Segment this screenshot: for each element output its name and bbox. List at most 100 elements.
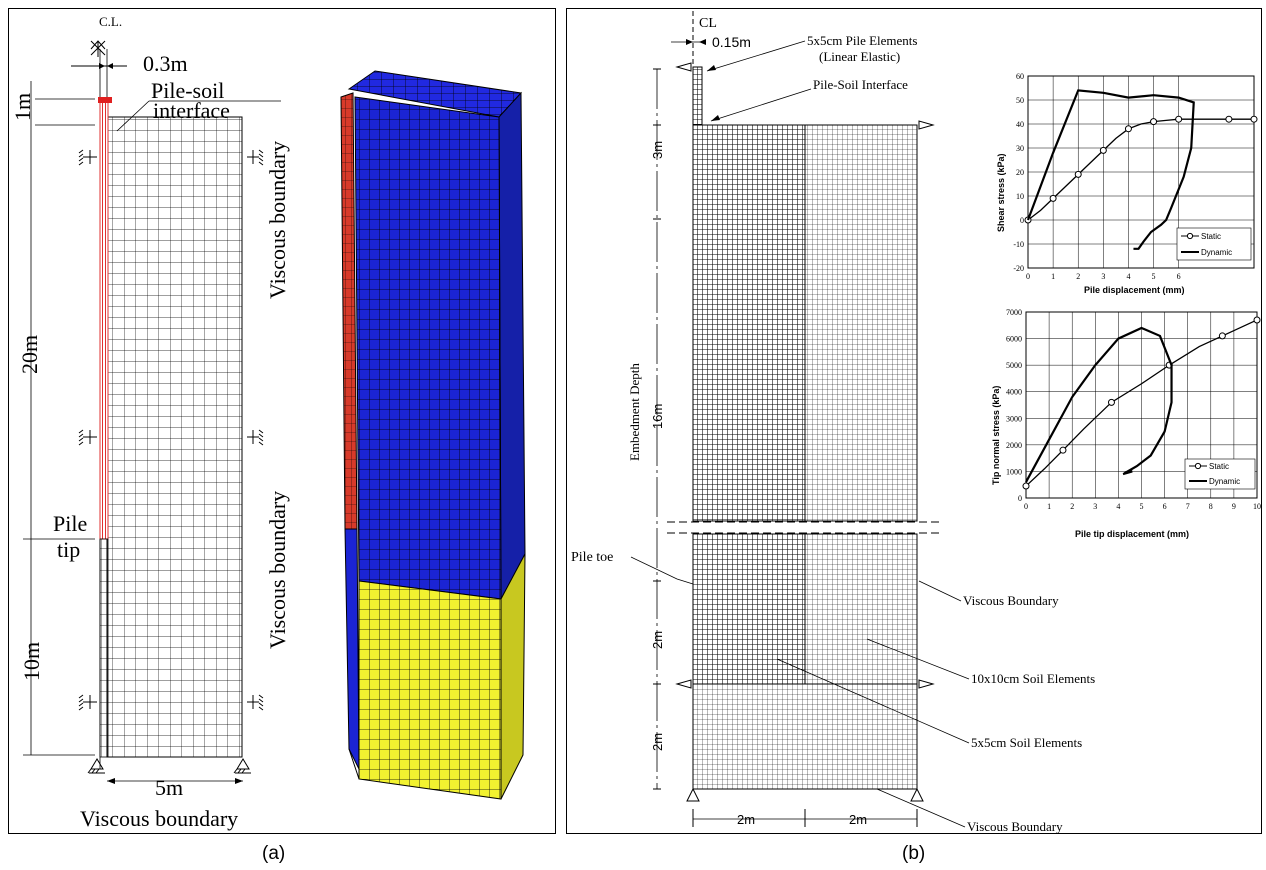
3d-lower-soil — [358, 580, 502, 800]
support-icon — [675, 62, 935, 802]
coarse-mesh-lower — [804, 533, 918, 685]
dim-20m-label: 20m — [17, 335, 42, 374]
pile-mesh — [99, 98, 109, 540]
y-tick-label: 6000 — [1006, 335, 1022, 344]
support-symbols — [78, 149, 264, 774]
pile-tip-label-2: tip — [57, 537, 80, 562]
panel-b: CL 0.15m 5x5cm Pile Elements (Linear Ela… — [566, 8, 1262, 834]
y-tick-label: -20 — [1013, 264, 1024, 273]
chart2-legend-static: Static — [1209, 462, 1229, 471]
x-tick-label: 7 — [1186, 502, 1190, 511]
y-tick-label: 1000 — [1006, 467, 1022, 476]
static-marker — [1253, 316, 1261, 324]
chart1-legend-dynamic: Dynamic — [1201, 248, 1232, 257]
x-tick-label: 3 — [1101, 272, 1105, 281]
y-tick-label: 4000 — [1006, 388, 1022, 397]
y-tick-label: 30 — [1016, 144, 1024, 153]
x-tick-label: 1 — [1047, 502, 1051, 511]
y-tick-label: 2000 — [1006, 441, 1022, 450]
chart1-dynamic-line — [1026, 89, 1195, 250]
chart2-legend: Static Dynamic — [1184, 458, 1256, 490]
pile-width-label: 0.3m — [143, 51, 188, 76]
3d-upper-soil — [354, 96, 502, 600]
y-tick-label: 20 — [1016, 168, 1024, 177]
panel-a-diagram: C.L. 0.3m Pile-soil interface 1m 20m Pil… — [10, 14, 527, 831]
pile-head — [98, 97, 112, 103]
fine-mesh-upper — [692, 124, 806, 522]
caption-b: (b) — [902, 843, 926, 864]
x-tick-label: 5 — [1152, 272, 1156, 281]
chart2-xticks: 0 1 2 3 4 5 6 7 8 9 10 — [1024, 502, 1261, 511]
caption-a: (a) — [262, 843, 286, 864]
y-tick-label: 0 — [1018, 494, 1022, 503]
static-marker — [1250, 115, 1258, 123]
soil-5cm-label: 5x5cm Soil Elements — [971, 735, 1082, 750]
cl-label-b: CL — [699, 16, 717, 31]
dim-2m-right-label: 2m — [849, 812, 867, 827]
static-marker — [1225, 115, 1233, 123]
static-marker — [1059, 446, 1067, 454]
panel-b-diagram: CL 0.15m 5x5cm Pile Elements (Linear Ela… — [571, 11, 1261, 834]
chart2-static-line — [1025, 319, 1258, 487]
static-marker — [1074, 170, 1082, 178]
chart1-static-line — [1027, 118, 1254, 221]
panel-a: C.L. 0.3m Pile-soil interface 1m 20m Pil… — [8, 8, 556, 834]
chart1-legend-static: Static — [1201, 232, 1221, 241]
dim-16m-label: 16m — [650, 404, 665, 429]
y-tick-label: 50 — [1016, 96, 1024, 105]
pile-column — [692, 66, 703, 126]
dim-2m-left-label: 2m — [737, 812, 755, 827]
dim-3m-label: 3m — [650, 141, 665, 159]
x-tick-label: 10 — [1253, 502, 1261, 511]
y-tick-label: 3000 — [1006, 414, 1022, 423]
chart1-legend: Static Dynamic — [1176, 227, 1252, 261]
3d-model — [329, 67, 527, 807]
legend-static-marker — [1186, 232, 1194, 240]
static-marker — [1049, 194, 1057, 202]
centerline-symbol-icon — [90, 40, 106, 57]
x-tick-label: 5 — [1140, 502, 1144, 511]
pile-half-width-label: 0.15m — [712, 34, 751, 50]
coarse-mesh-upper — [804, 124, 918, 522]
dim-5m-label: 5m — [155, 775, 183, 800]
x-tick-label: 8 — [1209, 502, 1213, 511]
interface-label-1: Pile-soil — [151, 78, 224, 103]
y-tick-label: 40 — [1016, 120, 1024, 129]
pile-elements-label-1: 5x5cm Pile Elements — [807, 33, 917, 48]
pile-toe-label: Pile toe — [571, 550, 613, 565]
viscous-boundary-label-upper: Viscous boundary — [265, 141, 290, 299]
soil-10cm-label: 10x10cm Soil Elements — [971, 671, 1095, 686]
static-marker — [1124, 125, 1132, 133]
x-tick-label: 6 — [1163, 502, 1167, 511]
static-marker — [1022, 482, 1030, 490]
legend-static-marker — [1194, 462, 1202, 470]
pile-tip-label-1: Pile — [53, 511, 87, 536]
y-tick-label: 5000 — [1006, 361, 1022, 370]
embedment-depth-label: Embedment Depth — [627, 363, 642, 461]
chart2-ylabel: Tip normal stress (kPa) — [991, 386, 1001, 485]
dim-arrow-icon — [686, 39, 706, 45]
y-tick-label: -10 — [1013, 240, 1024, 249]
x-tick-label: 6 — [1177, 272, 1181, 281]
x-tick-label: 0 — [1024, 502, 1028, 511]
x-tick-label: 4 — [1116, 502, 1120, 511]
x-tick-label: 2 — [1070, 502, 1074, 511]
chart1-xlabel: Pile displacement (mm) — [1084, 285, 1185, 295]
static-marker — [1107, 398, 1115, 406]
static-marker — [1150, 118, 1158, 126]
y-tick-label: 10 — [1016, 192, 1024, 201]
viscous-boundary-bottom-label: Viscous boundary — [80, 806, 238, 831]
chart1-ylabel: Shear stress (kPa) — [996, 153, 1006, 232]
x-tick-label: 9 — [1232, 502, 1236, 511]
x-tick-label: 3 — [1093, 502, 1097, 511]
viscous-boundary-label-lower: Viscous boundary — [265, 491, 290, 649]
x-tick-label: 0 — [1026, 272, 1030, 281]
x-tick-label: 2 — [1076, 272, 1080, 281]
x-tick-label: 4 — [1126, 272, 1130, 281]
y-tick-label: 60 — [1016, 72, 1024, 81]
dim-2m-below-toe-label: 2m — [650, 631, 665, 649]
